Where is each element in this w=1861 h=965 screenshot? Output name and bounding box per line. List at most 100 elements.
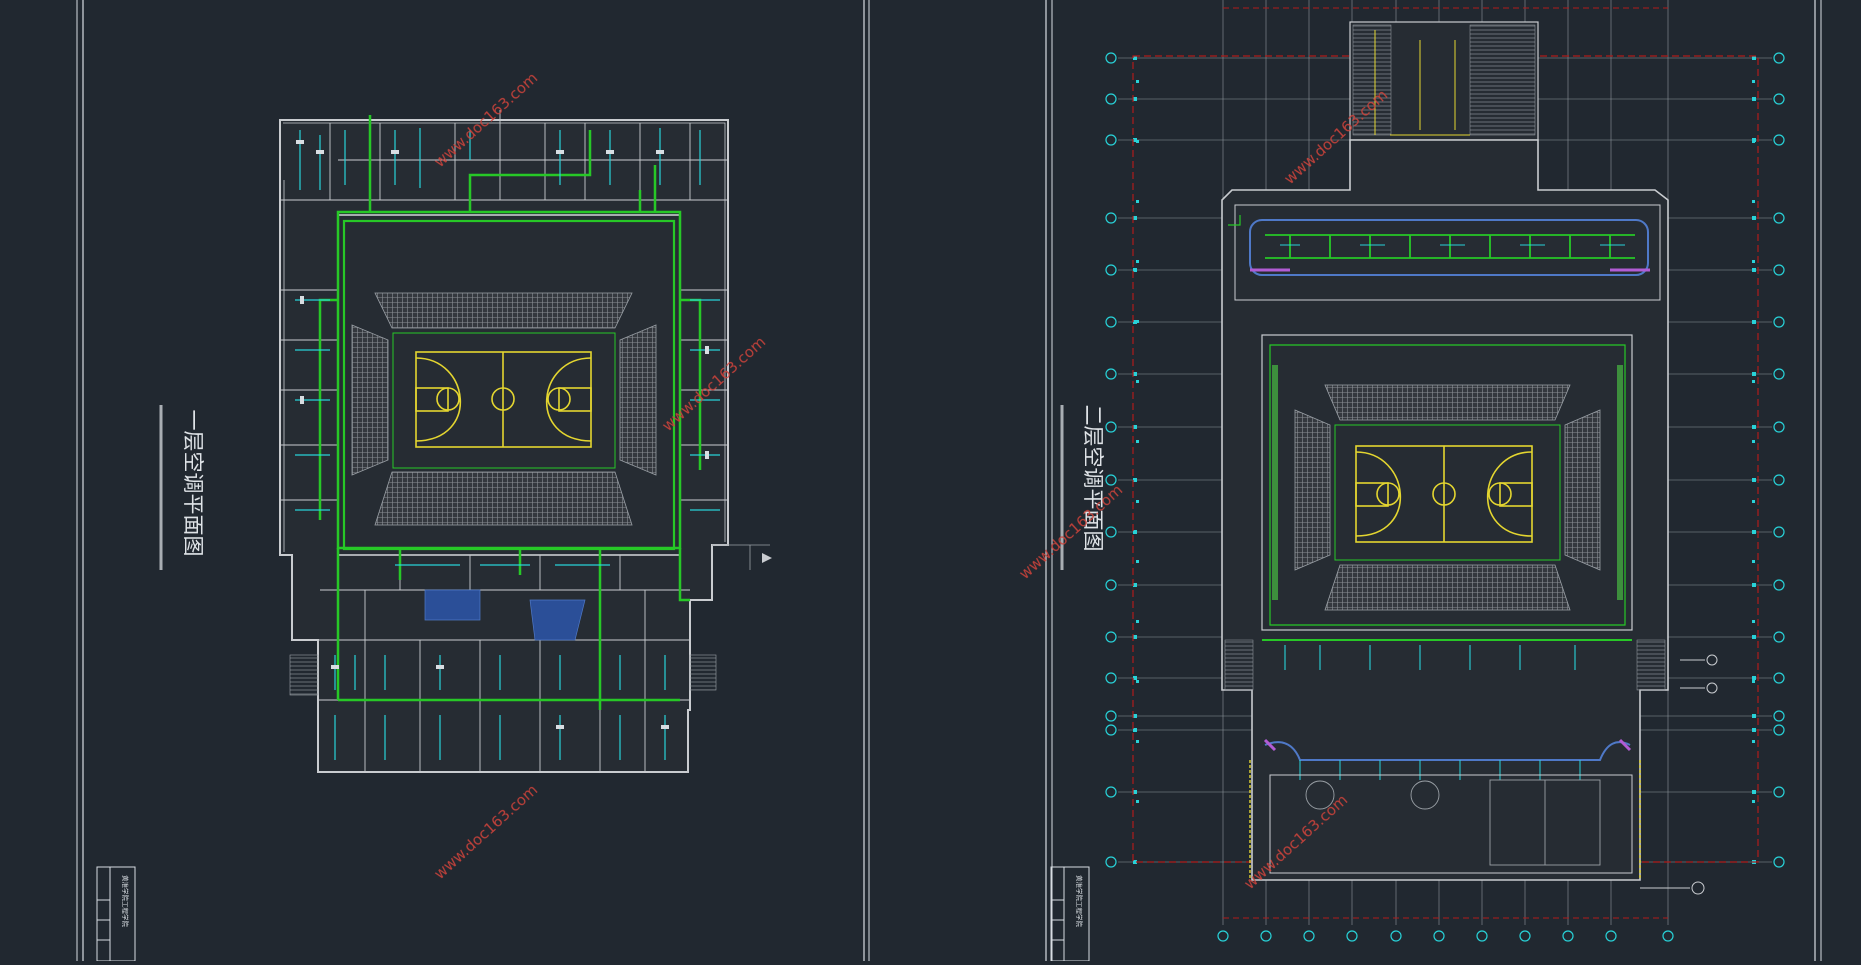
column-mark — [1136, 200, 1139, 203]
column-mark — [1752, 560, 1755, 563]
title-block-school: 黄淮学院工程学院 — [1075, 875, 1084, 928]
column-mark — [1133, 676, 1137, 680]
column-mark — [1136, 380, 1139, 383]
title-block-school: 黄淮学院工程学院 — [121, 875, 130, 928]
column-mark — [1752, 425, 1756, 429]
column-mark — [1133, 97, 1137, 101]
floor1-plan — [279, 110, 772, 773]
column-mark — [1133, 583, 1137, 587]
column-mark — [1752, 80, 1755, 83]
grid-axis-bubble-icon — [1105, 52, 1117, 64]
column-mark — [1136, 620, 1139, 623]
grid-axis-bubble-icon — [1773, 526, 1785, 538]
column-mark — [1752, 676, 1756, 680]
grid-axis-bubble-icon — [1773, 579, 1785, 591]
column-mark — [1752, 372, 1756, 376]
column-mark — [1752, 216, 1756, 220]
column-mark — [1752, 800, 1755, 803]
grid-axis-bubble-icon — [1105, 526, 1117, 538]
sheet-frame — [76, 0, 870, 961]
column-mark — [1133, 860, 1137, 864]
sheet-title: 一层空调平面图 — [181, 410, 205, 557]
grandstand-south — [374, 471, 633, 526]
column-mark — [1133, 530, 1137, 534]
grid-axis-bubble-icon — [1105, 134, 1117, 146]
column-mark — [1133, 714, 1137, 718]
grid-axis-bubble-icon — [1773, 316, 1785, 328]
grid-axis-bubble-icon — [1773, 368, 1785, 380]
column-mark — [1133, 635, 1137, 639]
grid-axis-bubble-icon — [1105, 579, 1117, 591]
column-mark — [1752, 635, 1756, 639]
column-mark — [1136, 320, 1139, 323]
grid-axis-bubble-icon — [1773, 856, 1785, 868]
column-mark — [1752, 680, 1755, 683]
column-mark — [1752, 268, 1756, 272]
north-arrow-icon — [762, 553, 772, 563]
title-block: 黄淮学院工程学院 — [1050, 866, 1090, 962]
grid-axis-bubble-icon — [1105, 368, 1117, 380]
grid-axis-bubble-icon — [1605, 930, 1617, 942]
grid-axis-bubble-icon — [1773, 786, 1785, 798]
column-mark — [1136, 140, 1139, 143]
grid-axis-bubble-icon — [1105, 212, 1117, 224]
grid-axis-bubble-icon — [1773, 52, 1785, 64]
grid-axis-bubble-icon — [1105, 631, 1117, 643]
column-mark — [1133, 268, 1137, 272]
grandstand-east — [1564, 409, 1601, 571]
grid-axis-bubble-icon — [1773, 93, 1785, 105]
grid-axis-bubble-icon — [1346, 930, 1358, 942]
column-mark — [1136, 560, 1139, 563]
sheet-frame — [1045, 0, 1822, 961]
grid-axis-bubble-icon — [1105, 786, 1117, 798]
grid-axis-bubble-icon — [1773, 264, 1785, 276]
column-mark — [1133, 425, 1137, 429]
grid-axis-bubble-icon — [1105, 474, 1117, 486]
grid-axis-bubble-icon — [1303, 930, 1315, 942]
column-mark — [1752, 140, 1755, 143]
column-mark — [1133, 728, 1137, 732]
column-mark — [1752, 380, 1755, 383]
grandstand-west — [351, 324, 389, 476]
grid-axis-bubble-icon — [1773, 421, 1785, 433]
grid-axis-bubble-icon — [1662, 930, 1674, 942]
sheet-title: 二层空调平面图 — [1081, 405, 1105, 552]
column-mark — [1752, 500, 1755, 503]
grid-axis-bubble-icon — [1105, 856, 1117, 868]
grandstand-south — [1324, 564, 1571, 611]
column-mark — [1133, 56, 1137, 60]
column-mark — [1752, 200, 1755, 203]
column-mark — [1133, 790, 1137, 794]
column-mark — [1752, 620, 1755, 623]
floor2-plan — [1221, 21, 1718, 895]
grid-axis-bubble-icon — [1773, 672, 1785, 684]
column-mark — [1133, 138, 1137, 142]
sheet-1: 一层空调平面图 黄淮学院工程学院 — [76, 0, 870, 962]
grid-axis-bubble-icon — [1433, 930, 1445, 942]
column-mark — [1752, 728, 1756, 732]
grandstand-north — [1324, 384, 1571, 421]
grid-axis-bubble-icon — [1773, 212, 1785, 224]
basketball-court-icon — [1355, 445, 1533, 543]
column-mark — [1136, 500, 1139, 503]
grid-axis-bubble-icon — [1773, 710, 1785, 722]
watermark: www.doc163.com — [1016, 481, 1127, 583]
column-mark — [1133, 478, 1137, 482]
sheet-2: 二层空调平面图 黄淮学院工程学院 — [1016, 0, 1822, 962]
grid-axis-bubble-icon — [1105, 93, 1117, 105]
grid-axis-bubble-icon — [1260, 930, 1272, 942]
grid-axis-bubble-icon — [1519, 930, 1531, 942]
basketball-court-icon — [415, 351, 592, 448]
title-block: 黄淮学院工程学院 — [96, 866, 136, 962]
column-mark — [1752, 260, 1755, 263]
column-mark — [1752, 714, 1756, 718]
column-mark — [1752, 320, 1755, 323]
grid-axis-bubble-icon — [1562, 930, 1574, 942]
watermark: www.doc163.com — [431, 781, 542, 883]
grid-axis-bubble-icon — [1105, 316, 1117, 328]
grid-axis-bubble-icon — [1773, 134, 1785, 146]
grid-axis-bubble-icon — [1105, 672, 1117, 684]
column-mark — [1136, 680, 1139, 683]
grid-axis-bubble-icon — [1105, 710, 1117, 722]
